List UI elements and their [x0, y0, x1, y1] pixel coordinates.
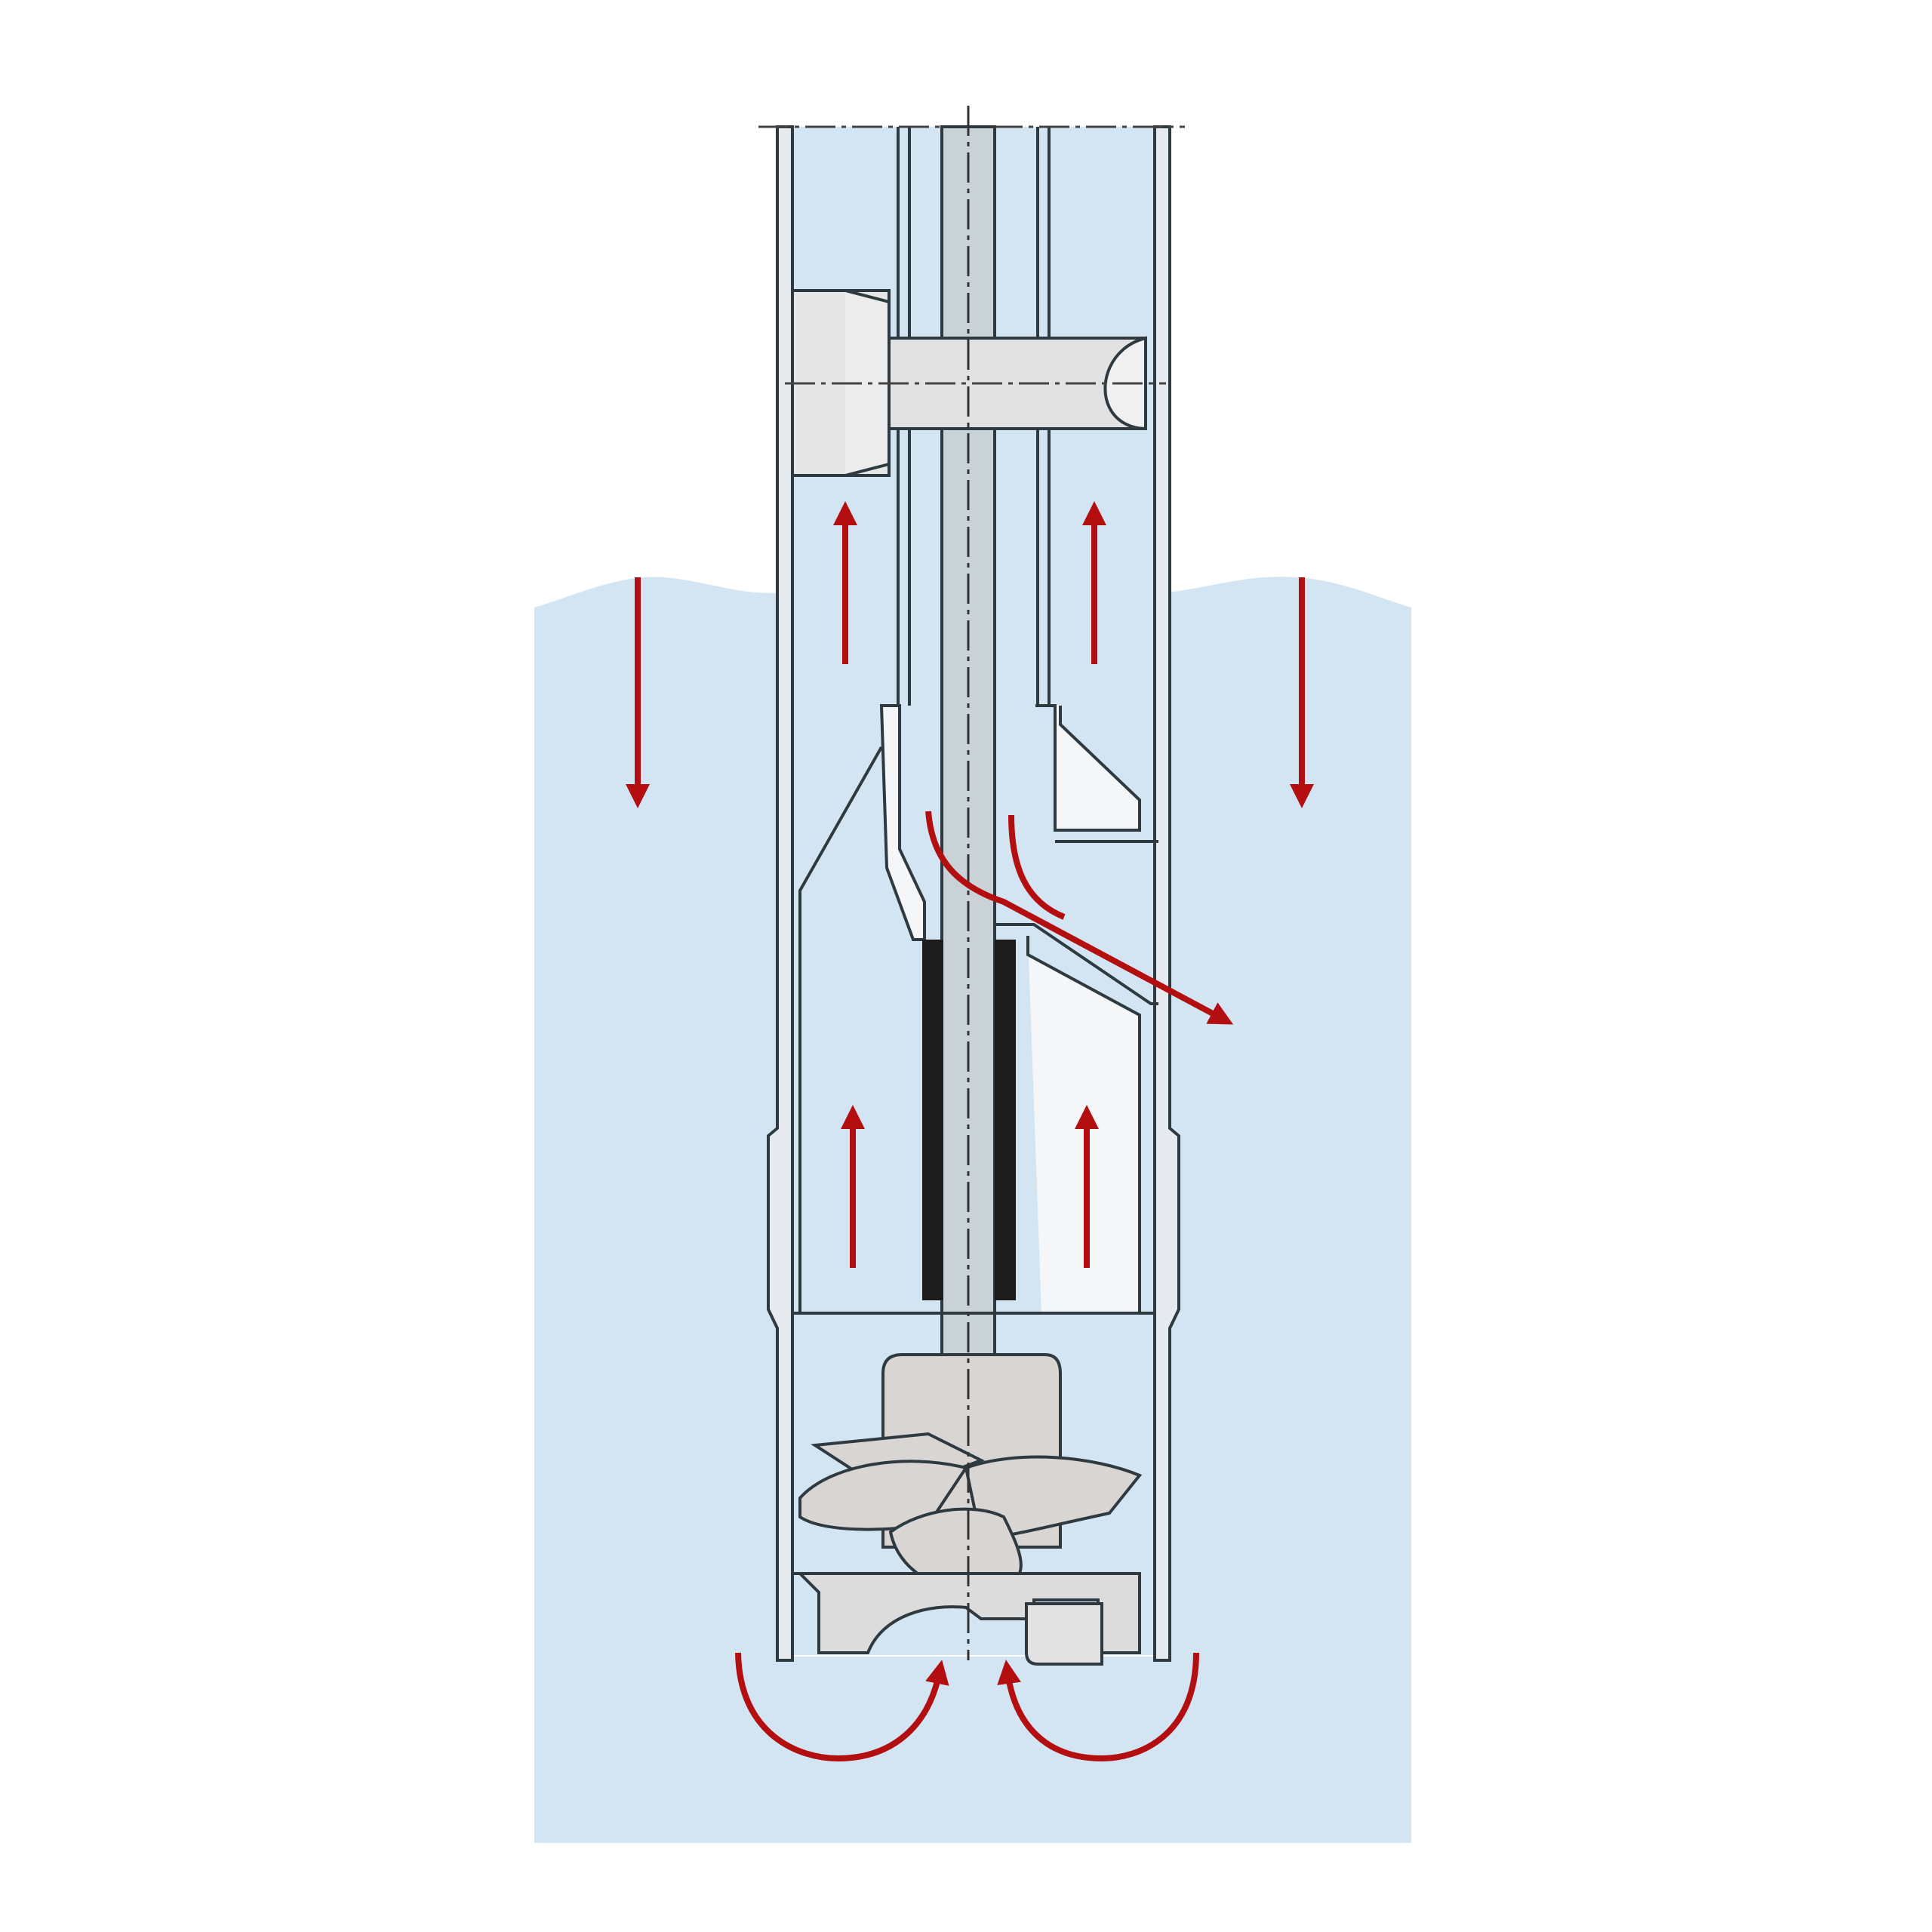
housing-flange-left: [798, 746, 883, 1313]
inlet-ring: [792, 1572, 1141, 1666]
outlet-flow-line: [1008, 814, 1066, 920]
column-casing: [767, 125, 1180, 1662]
impeller: [798, 1353, 1143, 1595]
recirculation-arrow-left: [735, 1652, 949, 1762]
bearing-sleeve-left: [922, 940, 943, 1300]
recirculation-arrow-right: [997, 1652, 1199, 1762]
bearing-sleeve-right: [995, 940, 1016, 1300]
water-tank: [534, 577, 1411, 1843]
flow-arrows: [626, 501, 1314, 1762]
water-below-column: [777, 1657, 1177, 1843]
outlet-flow-arrow: [925, 811, 1234, 1025]
housing-brace-right: [995, 923, 1158, 1005]
